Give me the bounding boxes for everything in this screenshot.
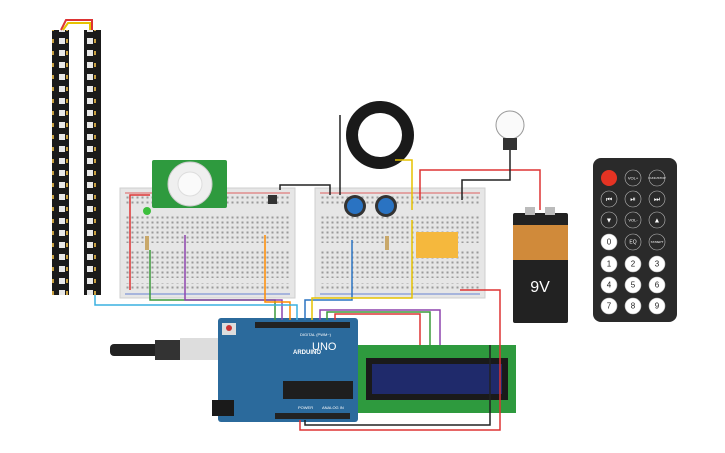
analog-label: ANALOG IN: [322, 405, 344, 410]
arduino-uno[interactable]: ARDUINO UNO DIGITAL (PWM~) POWER ANALOG …: [180, 318, 358, 422]
digit-2-button[interactable]: [624, 255, 642, 273]
light-bulb[interactable]: [495, 110, 525, 150]
digit-6-button[interactable]: [648, 276, 666, 294]
digit-9-button[interactable]: [648, 297, 666, 315]
lcd-screen: [372, 364, 502, 394]
digit-0-button-label: 0: [607, 238, 612, 247]
func-stop-button-label: FUNC/STOP: [648, 176, 665, 180]
digit-1-button[interactable]: [600, 255, 618, 273]
wires[interactable]: [94, 115, 541, 431]
relay[interactable]: [416, 232, 458, 258]
next-button-label: ⏭: [654, 196, 661, 203]
digit-3-button[interactable]: [648, 255, 666, 273]
digit-9-button-label: 9: [655, 302, 660, 311]
play-pause-button-label: ⏯: [630, 196, 636, 203]
next-button[interactable]: [648, 190, 666, 208]
resistor[interactable]: [145, 236, 149, 250]
ir-remote[interactable]: VOL+ FUNC/STOP ⏮ ⏯ ⏭ ▼ VOL- ▲ 0 EQ ST/REPT 1 2 3 4 5 6 7 8…: [593, 158, 677, 322]
digit-8-button[interactable]: [624, 297, 642, 315]
led-strip-left[interactable]: [52, 30, 69, 295]
green-led[interactable]: [143, 207, 151, 215]
power-label: POWER: [298, 405, 313, 410]
usb-port: [180, 338, 218, 360]
digit-7-button[interactable]: [600, 297, 618, 315]
digit-4-button[interactable]: [600, 276, 618, 294]
up-button[interactable]: [648, 211, 666, 229]
lcd-16x2[interactable]: [358, 345, 516, 413]
pir-sensor[interactable]: [152, 160, 227, 208]
resistor[interactable]: [385, 236, 389, 250]
digital-label: DIGITAL (PWM~): [300, 332, 332, 337]
reset-button[interactable]: [226, 325, 232, 331]
st-rept-button[interactable]: [648, 233, 666, 251]
play-pause-button[interactable]: [624, 190, 642, 208]
digit-0-button[interactable]: [600, 233, 618, 251]
vol-down-button[interactable]: [624, 211, 642, 229]
digit-8-button-label: 8: [631, 302, 636, 311]
down-button[interactable]: [600, 211, 618, 229]
vol-up-button-label: VOL+: [628, 175, 639, 180]
usb-cable[interactable]: [110, 340, 180, 360]
digit-5-button-label: 5: [631, 281, 636, 290]
led-strip-right[interactable]: [84, 30, 101, 295]
digit-7-button-label: 7: [607, 302, 612, 311]
digit-6-button-label: 6: [655, 281, 660, 290]
eq-button-label: EQ: [629, 240, 636, 246]
vol-down-button-label: VOL-: [628, 217, 638, 222]
breadboard-right[interactable]: [314, 187, 486, 299]
pushbutton[interactable]: [268, 195, 277, 204]
eq-button[interactable]: [624, 233, 642, 251]
power-button[interactable]: [601, 170, 617, 186]
up-button-label: ▲: [654, 217, 661, 224]
func-stop-button[interactable]: [648, 169, 666, 187]
neopixel-ring[interactable]: [346, 101, 414, 169]
wire[interactable]: [62, 22, 91, 31]
microcontroller-chip: [283, 381, 353, 399]
vol-up-button[interactable]: [624, 169, 642, 187]
power-jack: [212, 400, 234, 416]
prev-button[interactable]: [600, 190, 618, 208]
prev-button-label: ⏮: [606, 196, 612, 203]
st-rept-button-label: ST/REPT: [651, 240, 664, 244]
potentiometer-2[interactable]: [375, 195, 397, 217]
digit-3-button-label: 3: [655, 260, 660, 269]
down-button-label: ▼: [606, 217, 613, 224]
arduino-model: UNO: [312, 341, 337, 353]
wire[interactable]: [60, 19, 93, 31]
battery-label: 9V: [530, 279, 550, 296]
digit-5-button[interactable]: [624, 276, 642, 294]
arduino-brand: ARDUINO: [293, 350, 321, 356]
digit-4-button-label: 4: [607, 281, 612, 290]
battery-9v[interactable]: 9V: [513, 207, 568, 323]
potentiometer-1[interactable]: [344, 195, 366, 217]
digit-2-button-label: 2: [631, 260, 636, 269]
digit-1-button-label: 1: [607, 260, 612, 269]
